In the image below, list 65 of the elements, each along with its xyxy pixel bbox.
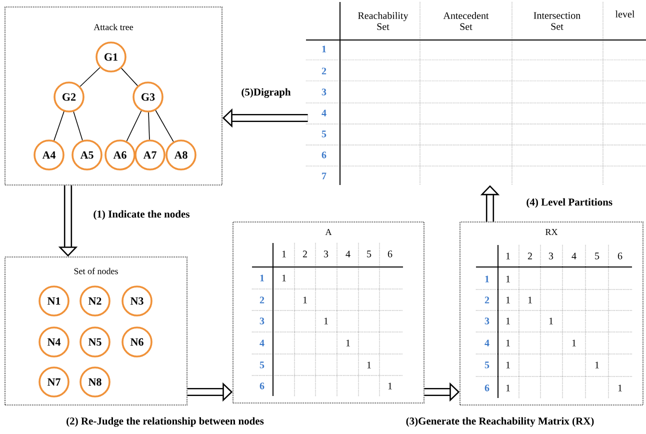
row-number: 3 [484,318,490,324]
edge-label: (2) Re-Judge the relationship between nodes [66,417,264,427]
column-number: 2 [302,250,307,258]
column-header: Antecedent Set [443,12,489,30]
row-number: 6 [484,384,490,392]
edge-label: (3)Generate the Reachability Matrix (RX) [406,417,594,427]
column-number: 6 [618,252,622,260]
connector-line [155,110,174,142]
row-number: 3 [260,318,264,324]
row-number: 2 [484,296,490,304]
column-number: 5 [595,252,600,260]
column-header: Intersection Set [534,12,580,30]
matrix-value: 1 [572,340,576,346]
connector-line [80,67,100,87]
matrix-value: 1 [303,296,307,304]
column-number: 2 [528,252,532,260]
matrix-value: 1 [549,318,553,324]
matrix-value: 1 [528,296,532,304]
column-number: 6 [388,250,392,258]
column-header: level [615,10,634,18]
connector-line [148,112,150,140]
matrix-value: 1 [618,384,622,392]
connector-line [126,110,142,142]
row-number: 1 [485,276,489,282]
matrix-value: 1 [506,362,510,368]
matrix-value: 1 [595,362,599,368]
connector-line [121,68,138,86]
column-number: 3 [324,250,328,258]
column-header: Reachability Set [358,12,408,30]
column-number: 4 [346,250,350,258]
row-number: 5 [322,130,326,138]
matrix-value: 1 [367,362,371,368]
row-number: 7 [322,172,326,180]
matrix-value: 1 [282,274,286,282]
connector-line [73,111,83,141]
row-number: 6 [260,382,264,390]
edge-label: (1) Indicate the nodes [94,210,190,220]
table-grid [306,2,646,186]
column-number: 4 [572,252,576,260]
row-number: 4 [322,110,326,116]
column-number: 1 [282,250,286,258]
matrix-value: 1 [388,382,392,390]
connector-line [54,111,64,141]
row-number: 4 [260,340,264,346]
matrix-value: 1 [506,318,510,324]
row-number: 4 [484,340,490,346]
row-number: 2 [322,68,326,74]
matrix-value: 1 [506,384,510,392]
edge-label: (5)Digraph [242,88,291,98]
row-number: 3 [322,88,326,96]
matrix-value: 1 [506,340,510,346]
matrix-value: 1 [346,340,350,346]
column-number: 5 [367,250,372,258]
row-number: 2 [260,296,264,304]
matrix-value: 1 [324,318,328,324]
matrix-value: 1 [506,276,510,282]
row-number: 1 [322,46,326,52]
row-number: 5 [484,362,490,368]
row-number: 5 [260,362,264,368]
column-number: 1 [506,252,510,260]
edge-label: (4) Level Partitions [526,198,612,208]
row-number: 1 [260,274,264,282]
row-number: 6 [322,152,326,158]
matrix-value: 1 [506,296,510,304]
column-number: 3 [548,252,554,260]
